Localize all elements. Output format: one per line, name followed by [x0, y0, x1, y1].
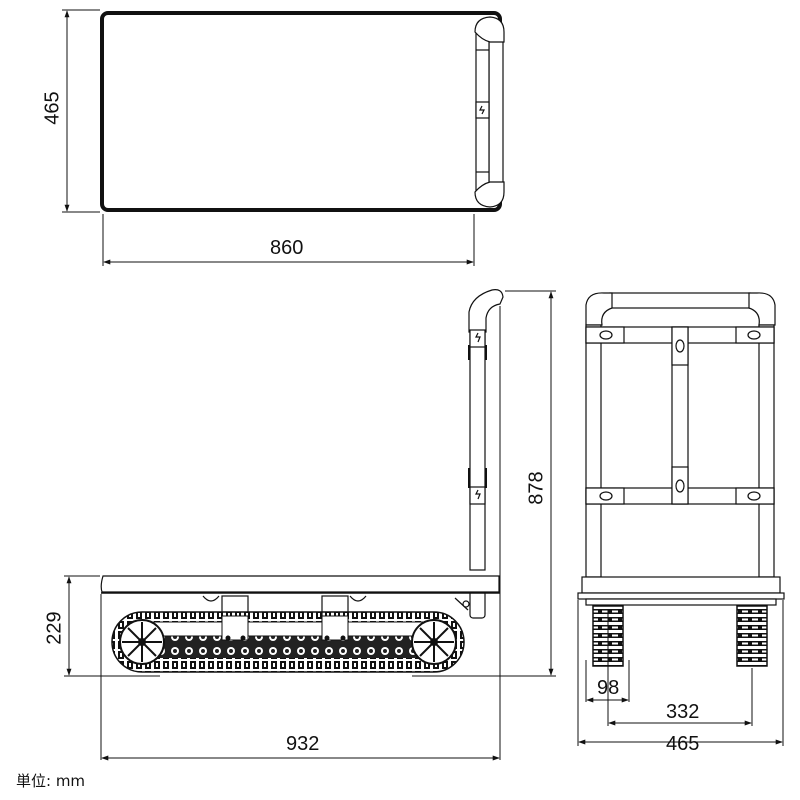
dim-front-track-center: 332	[666, 701, 700, 723]
dim-front-track-width: 98	[597, 677, 620, 699]
unit-label: 単位: mm	[16, 772, 86, 790]
handle-top	[474, 16, 505, 208]
dim-top-depth: 465	[41, 91, 64, 125]
dim-side-deck-height: 229	[43, 611, 66, 645]
dim-top-width: 860	[270, 237, 304, 259]
dim-side-overall-length: 932	[286, 733, 320, 755]
handle-side	[454, 289, 504, 619]
side-view	[64, 289, 556, 761]
deck-outline	[100, 11, 502, 212]
front-view	[577, 292, 785, 746]
right-track-front	[736, 605, 768, 667]
dim-side-overall-height: 878	[525, 471, 548, 505]
dim-front-overall-width: 465	[666, 733, 700, 755]
crawler-track	[111, 611, 465, 673]
top-view	[62, 9, 505, 266]
